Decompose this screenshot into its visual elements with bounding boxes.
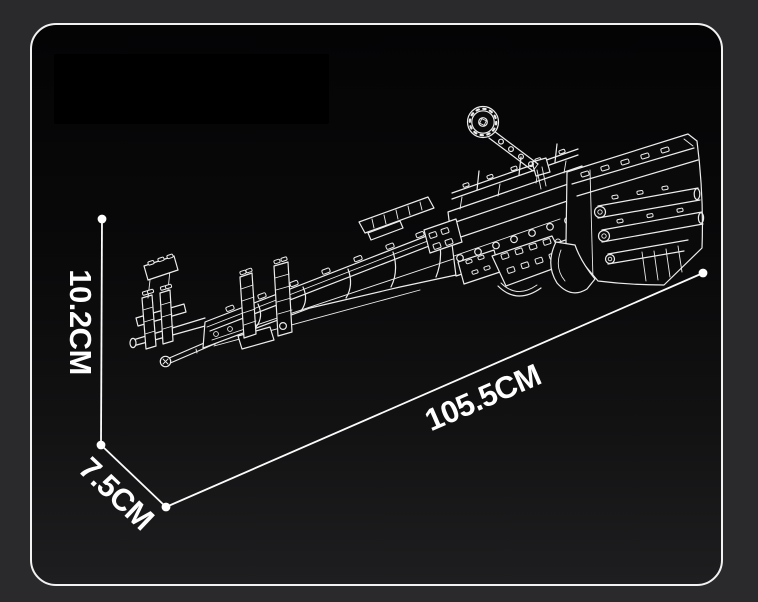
dimension-lines [96, 214, 708, 512]
magazine-trigger-group [457, 235, 596, 297]
length-dimension-line [165, 272, 704, 508]
front-sight [135, 253, 187, 350]
height-dimension-line [100, 218, 103, 446]
butt-stock [565, 133, 705, 286]
top-rail [451, 143, 579, 210]
dimension-endpoint-dot [698, 268, 708, 278]
front-band [237, 256, 293, 350]
bolt-handle [466, 105, 551, 190]
dimension-endpoint-dot [96, 440, 106, 450]
rear-sight [358, 196, 435, 241]
depth-dimension-line [100, 444, 167, 508]
rifle-line-art [129, 105, 705, 368]
redacted-logo-area [54, 54, 329, 124]
dimension-endpoint-dot [97, 214, 107, 224]
height-dimension-label: 10.2CM [63, 269, 98, 375]
side-stud-plate [423, 218, 463, 254]
dimension-endpoint-dot [161, 502, 171, 512]
